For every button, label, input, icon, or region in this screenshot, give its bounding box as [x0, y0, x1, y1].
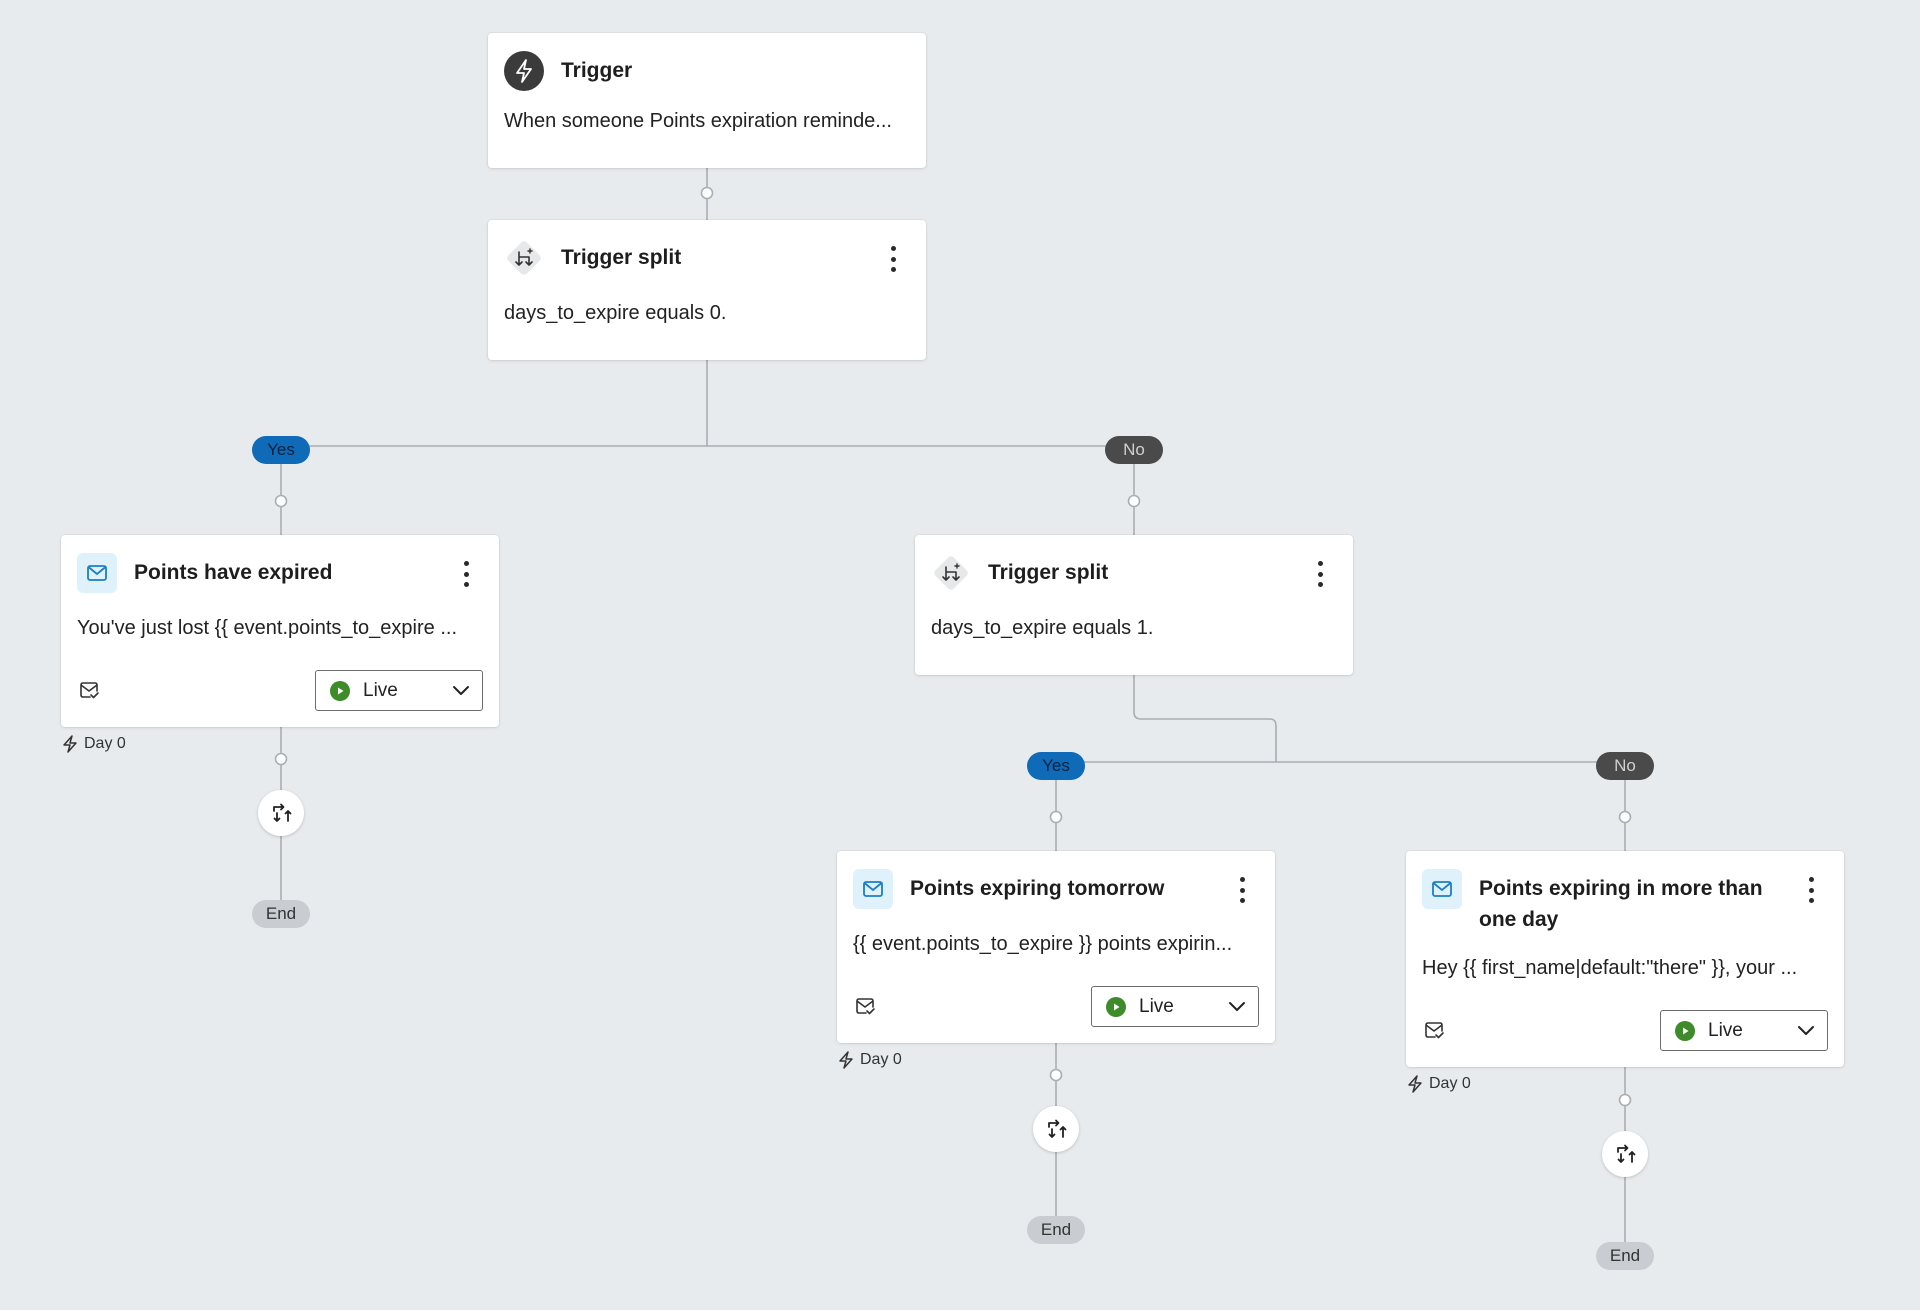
more-options-icon[interactable] [461, 561, 471, 587]
status-label: Live [1139, 996, 1174, 1017]
chevron-down-icon [1228, 998, 1246, 1021]
envelope-icon [853, 869, 893, 909]
delay-text: Day 0 [1429, 1075, 1471, 1092]
trigger-card[interactable]: Trigger When someone Points expiration r… [488, 33, 926, 168]
trigger-split-card-2[interactable]: Trigger split days_to_expire equals 1. [915, 535, 1353, 675]
envelope-icon [77, 553, 117, 593]
email-preview: Hey {{ first_name|default:"there" }}, yo… [1422, 957, 1798, 979]
email-title: Points expiring in more than one day [1479, 877, 1763, 931]
lightning-outline-icon [63, 735, 77, 753]
delay-text: Day 0 [860, 1051, 902, 1068]
connector-node [274, 494, 288, 508]
restart-arrows-icon[interactable] [258, 790, 304, 836]
lightning-icon [504, 51, 544, 91]
play-icon [330, 681, 350, 701]
split-arrows-icon [931, 553, 971, 593]
split-condition: days_to_expire equals 1. [931, 617, 1154, 639]
branch-yes-pill: Yes [252, 436, 310, 464]
delay-label: Day 0 [62, 734, 126, 754]
connector-line [1133, 675, 1277, 762]
email-preview: You've just lost {{ event.points_to_expi… [77, 617, 457, 639]
more-options-icon[interactable] [888, 246, 898, 272]
more-options-icon[interactable] [1806, 877, 1816, 903]
end-pill: End [1027, 1216, 1085, 1244]
connector-node [1049, 1068, 1063, 1082]
email-title: Points expiring tomorrow [910, 877, 1165, 900]
envelope-icon [1422, 869, 1462, 909]
email-card-points-expiring-more-than-one-day[interactable]: Points expiring in more than one day Hey… [1406, 851, 1844, 1067]
play-icon [1106, 997, 1126, 1017]
trigger-split-card-1[interactable]: Trigger split days_to_expire equals 0. [488, 220, 926, 360]
chevron-down-icon [1797, 1022, 1815, 1045]
play-icon [1675, 1021, 1695, 1041]
delay-label: Day 0 [1407, 1074, 1471, 1094]
envelope-check-icon [1422, 1018, 1446, 1042]
connector-node [274, 752, 288, 766]
status-label: Live [363, 680, 398, 701]
branch-yes-pill: Yes [1027, 752, 1085, 780]
status-dropdown[interactable]: Live [315, 670, 483, 711]
email-card-points-have-expired[interactable]: Points have expired You've just lost {{ … [61, 535, 499, 727]
chevron-down-icon [452, 682, 470, 705]
end-pill: End [252, 900, 310, 928]
split-title: Trigger split [561, 246, 682, 269]
delay-label: Day 0 [838, 1050, 902, 1070]
connector-node [1618, 1093, 1632, 1107]
branch-no-pill: No [1596, 752, 1654, 780]
split-condition: days_to_expire equals 0. [504, 302, 727, 324]
email-card-points-expiring-tomorrow[interactable]: Points expiring tomorrow {{ event.points… [837, 851, 1275, 1043]
lightning-outline-icon [1408, 1075, 1422, 1093]
end-pill: End [1596, 1242, 1654, 1270]
delay-text: Day 0 [84, 735, 126, 752]
status-dropdown[interactable]: Live [1091, 986, 1259, 1027]
trigger-title: Trigger [561, 59, 633, 82]
restart-arrows-icon[interactable] [1602, 1131, 1648, 1177]
envelope-check-icon [853, 994, 877, 1018]
status-dropdown[interactable]: Live [1660, 1010, 1828, 1051]
connector-node [1618, 810, 1632, 824]
connector-node [700, 186, 714, 200]
connector-node [1127, 494, 1141, 508]
email-title: Points have expired [134, 561, 333, 584]
more-options-icon[interactable] [1237, 877, 1247, 903]
envelope-check-icon [77, 678, 101, 702]
restart-arrows-icon[interactable] [1033, 1106, 1079, 1152]
more-options-icon[interactable] [1315, 561, 1325, 587]
email-preview: {{ event.points_to_expire }} points expi… [853, 933, 1233, 955]
lightning-outline-icon [839, 1051, 853, 1069]
split-arrows-icon [504, 238, 544, 278]
branch-no-pill: No [1105, 436, 1163, 464]
split-title: Trigger split [988, 561, 1109, 584]
trigger-description: When someone Points expiration reminde..… [504, 110, 892, 132]
connector-node [1049, 810, 1063, 824]
status-label: Live [1708, 1020, 1743, 1041]
